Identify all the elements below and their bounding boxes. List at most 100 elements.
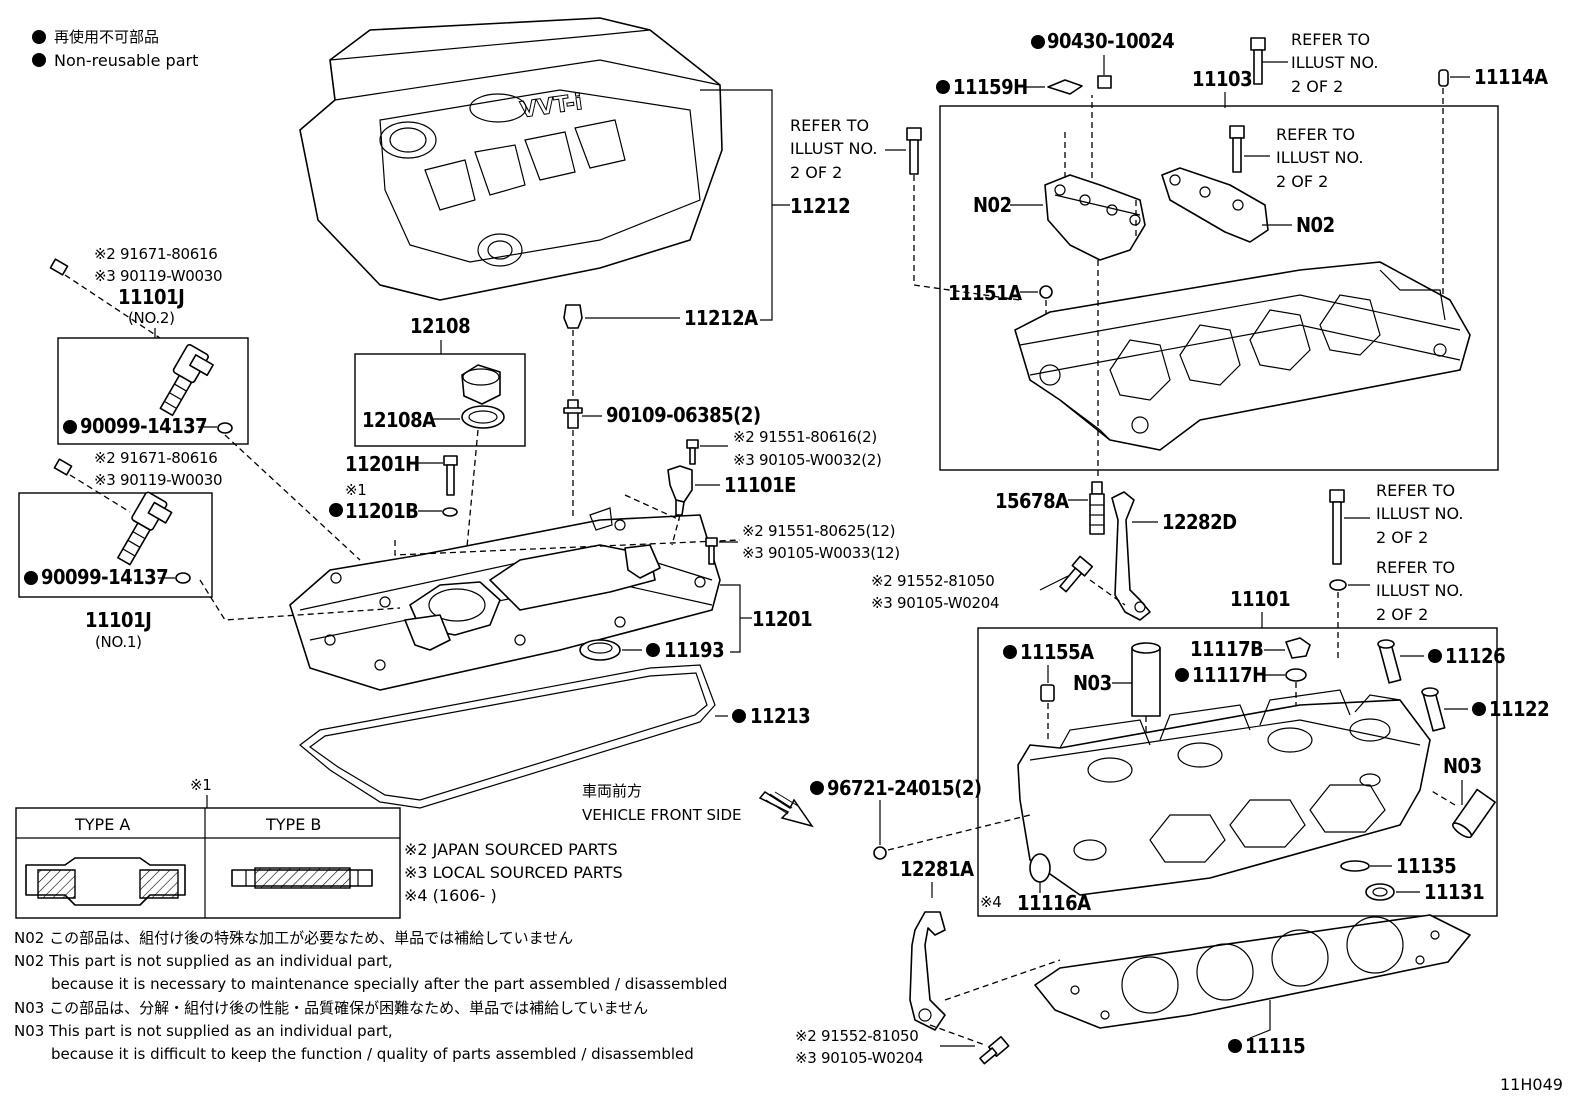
vvt-solenoid-no1 bbox=[117, 491, 173, 566]
non-reusable-bullet-icon bbox=[936, 80, 950, 94]
label-90105-b: ※3 90105-W0204 bbox=[795, 1049, 923, 1067]
vvt-solenoid-no2 bbox=[159, 343, 214, 417]
bolt-11201H bbox=[443, 455, 458, 496]
label-n03-b: N03 bbox=[1443, 754, 1482, 778]
label-11116A-mark: ※4 bbox=[980, 893, 1002, 911]
label-11201B-mark: ※1 bbox=[345, 481, 367, 499]
label-11201B: 11201B bbox=[345, 499, 418, 523]
refer-top-3: 2 OF 2 bbox=[1291, 77, 1343, 96]
label-11201: 11201 bbox=[752, 607, 812, 631]
refer-r2-2: ILLUST NO. bbox=[1376, 581, 1463, 600]
non-reusable-bullet-icon bbox=[646, 643, 660, 657]
non-reusable-bullet-icon bbox=[1428, 649, 1442, 663]
label-11131: 11131 bbox=[1424, 880, 1484, 904]
label-11101: 11101 bbox=[1230, 587, 1290, 611]
legend: 再使用不可部品 Non-reusable part bbox=[32, 28, 198, 70]
label-11126: 11126 bbox=[1445, 644, 1505, 668]
non-reusable-bullet-icon bbox=[1031, 35, 1045, 49]
label-vvt2-name: 11101J bbox=[118, 285, 184, 309]
engine-hanger-12281A bbox=[909, 911, 946, 1031]
washer-90430 bbox=[1097, 75, 1112, 89]
label-11101E: 11101E bbox=[724, 473, 796, 497]
bolt-refer-mid bbox=[1229, 125, 1245, 173]
sourcing-note-3: ※4 (1606- ) bbox=[404, 886, 497, 905]
grommet-11212A bbox=[563, 304, 583, 329]
label-96721: 96721-24015(2) bbox=[827, 776, 982, 800]
refer-r2-1: REFER TO bbox=[1376, 558, 1455, 577]
footnote-n02-en1: N02 This part is not supplied as an indi… bbox=[14, 952, 393, 970]
legend-en: Non-reusable part bbox=[54, 51, 198, 70]
refer-left-3: 2 OF 2 bbox=[790, 163, 842, 182]
label-vvt1-bolt-jp: ※2 91671-80616 bbox=[94, 449, 218, 467]
sleeve-n03-a bbox=[1131, 642, 1161, 717]
bolt-refer-right-long bbox=[1329, 489, 1345, 565]
label-11122: 11122 bbox=[1489, 697, 1549, 721]
gasket-11159H bbox=[1047, 79, 1083, 95]
oring-vvt1 bbox=[175, 572, 191, 584]
refer-r1-3: 2 OF 2 bbox=[1376, 528, 1428, 547]
cam-sensor-11101E bbox=[667, 465, 693, 516]
label-12282D: 12282D bbox=[1162, 510, 1237, 534]
label-91551-12: ※2 91551-80625(12) bbox=[742, 522, 895, 540]
label-vvt2-no: (NO.2) bbox=[128, 309, 175, 327]
vvt-solenoid-no2-bolt bbox=[49, 258, 69, 276]
cylinder-head bbox=[1017, 689, 1431, 896]
label-12108: 12108 bbox=[410, 314, 470, 338]
label-vvt1-name: 11101J bbox=[85, 608, 151, 632]
label-11159H: 11159H bbox=[953, 75, 1028, 99]
head-cover-gasket bbox=[299, 664, 716, 809]
label-n02-left: N02 bbox=[973, 193, 1012, 217]
non-reusable-bullet-icon bbox=[63, 420, 77, 434]
vvt-solenoid-no1-bolt bbox=[53, 458, 73, 476]
label-11135: 11135 bbox=[1396, 854, 1456, 878]
plug-11117B bbox=[1285, 637, 1311, 659]
refer-r2-3: 2 OF 2 bbox=[1376, 605, 1428, 624]
oil-filler-cap bbox=[461, 364, 505, 429]
label-91552-a: ※2 91552-81050 bbox=[871, 572, 995, 590]
gasket-11131 bbox=[1365, 883, 1395, 901]
label-vvt1-no: (NO.1) bbox=[95, 633, 142, 651]
refer-left-1: REFER TO bbox=[790, 116, 869, 135]
type-table-mark: ※1 bbox=[190, 776, 212, 794]
footnote-n02-jp: N02 この部品は、組付け後の特殊な加工が必要なため、単品では補給していません bbox=[14, 929, 573, 947]
label-90105-12: ※3 90105-W0033(12) bbox=[742, 544, 900, 562]
sourcing-note-1: ※2 JAPAN SOURCED PARTS bbox=[404, 840, 618, 859]
label-91551-2: ※2 91551-80616(2) bbox=[733, 428, 877, 446]
label-11151A: 11151A bbox=[948, 281, 1022, 305]
gasket-11117H bbox=[1285, 668, 1307, 682]
label-90109: 90109-06385(2) bbox=[606, 403, 761, 427]
non-reusable-bullet-icon bbox=[810, 781, 824, 795]
direction-jp: 車両前方 bbox=[582, 782, 642, 800]
non-reusable-bullet-icon bbox=[732, 709, 746, 723]
label-11117B: 11117B bbox=[1190, 637, 1263, 661]
camshaft-housing bbox=[1014, 261, 1471, 451]
footnote-n03-en2: because it is difficult to keep the func… bbox=[51, 1045, 694, 1063]
footnote-n03-jp: N03 この部品は、分解・組付け後の性能・品質確保が困難なため、単品では補給して… bbox=[14, 999, 648, 1017]
refer-top-2: ILLUST NO. bbox=[1291, 53, 1378, 72]
bolt-91551-80616 bbox=[686, 439, 699, 465]
bolt-91552-b bbox=[979, 1035, 1010, 1065]
refer-mid-2: ILLUST NO. bbox=[1276, 148, 1363, 167]
cylinder-head-cover bbox=[289, 507, 721, 691]
label-11117H: 11117H bbox=[1192, 663, 1267, 687]
guide-11126 bbox=[1377, 639, 1402, 684]
label-11212: 11212 bbox=[790, 194, 850, 218]
oring-96721 bbox=[873, 846, 887, 860]
type-table bbox=[15, 807, 401, 919]
washer-11201B bbox=[442, 507, 458, 517]
cam-housing-box bbox=[939, 105, 1499, 471]
label-90105-a: ※3 90105-W0204 bbox=[871, 594, 999, 612]
refer-top-1: REFER TO bbox=[1291, 30, 1370, 49]
sourcing-note-2: ※3 LOCAL SOURCED PARTS bbox=[404, 863, 623, 882]
pin-11151A bbox=[1039, 285, 1053, 299]
stud-15678A bbox=[1089, 481, 1105, 535]
label-vvt1-bolt-local: ※3 90119-W0030 bbox=[94, 471, 222, 489]
footnote-n02-en2: because it is necessary to maintenance s… bbox=[51, 975, 727, 993]
refer-mid-1: REFER TO bbox=[1276, 125, 1355, 144]
non-reusable-bullet-icon bbox=[1003, 645, 1017, 659]
non-reusable-bullet-icon bbox=[329, 503, 343, 517]
type-b-section bbox=[231, 867, 373, 889]
label-11212A: 11212A bbox=[684, 306, 758, 330]
bolt-refer-top bbox=[1250, 37, 1266, 85]
